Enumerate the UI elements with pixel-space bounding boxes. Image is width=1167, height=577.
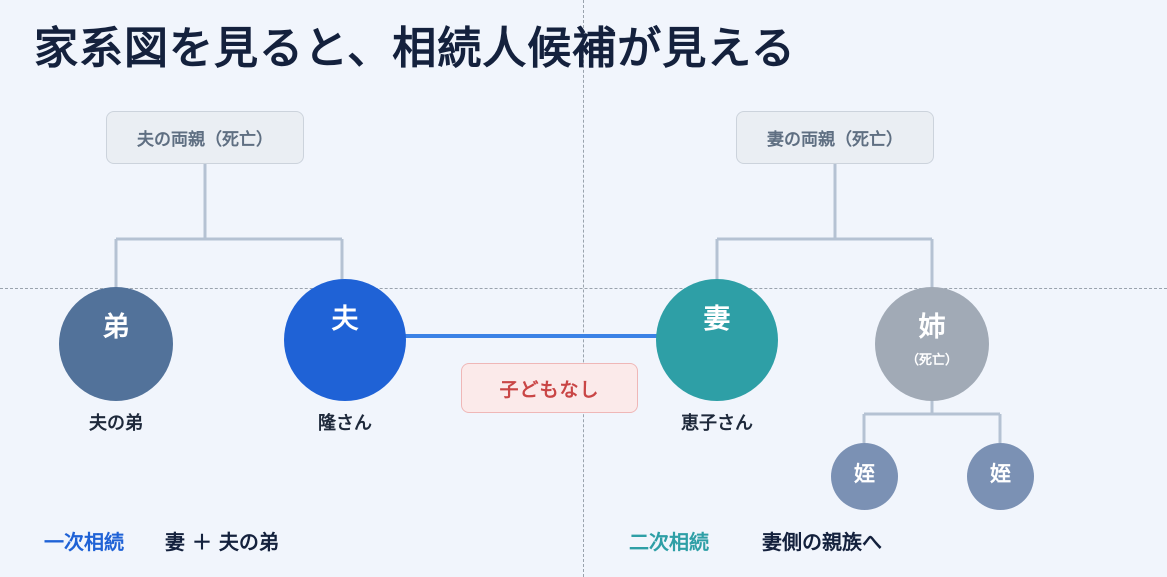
wife-node: 妻 xyxy=(656,279,778,401)
no-children-badge: 子どもなし xyxy=(461,363,638,413)
niece-node: 姪 xyxy=(967,443,1034,510)
husband-parents-connector xyxy=(114,164,344,288)
sister-children-connector xyxy=(862,400,1002,443)
page-title: 家系図を見ると、相続人候補が見える xyxy=(34,23,796,74)
brother-node: 弟 xyxy=(59,287,173,401)
sister-glyph: 姉 xyxy=(918,312,946,343)
husband-parents-box: 夫の両親（死亡） xyxy=(106,111,304,164)
center-guide-horizontal xyxy=(0,288,1167,289)
second-inheritance-text: 妻側の親族へ xyxy=(762,530,882,554)
husband-glyph: 夫 xyxy=(331,304,359,335)
husband-node: 夫 xyxy=(284,279,406,401)
wife-glyph: 妻 xyxy=(703,304,731,335)
brother-glyph: 弟 xyxy=(102,312,130,343)
niece-glyph: 姪 xyxy=(854,462,875,486)
niece-node: 姪 xyxy=(831,443,898,510)
sister-node: 姉 （死亡） xyxy=(875,287,989,401)
first-inheritance-label: 一次相続 xyxy=(44,530,124,554)
wife-parents-box: 妻の両親（死亡） xyxy=(736,111,934,164)
niece-glyph: 姪 xyxy=(990,462,1011,486)
sister-deceased-label: （死亡） xyxy=(905,353,958,368)
first-inheritance-text: 妻 ＋ 夫の弟 xyxy=(165,530,279,554)
wife-parents-connector xyxy=(715,164,934,288)
husband-name: 隆さん xyxy=(318,413,372,434)
brother-name: 夫の弟 xyxy=(89,413,143,434)
second-inheritance-label: 二次相続 xyxy=(629,530,709,554)
wife-name: 恵子さん xyxy=(681,413,753,434)
